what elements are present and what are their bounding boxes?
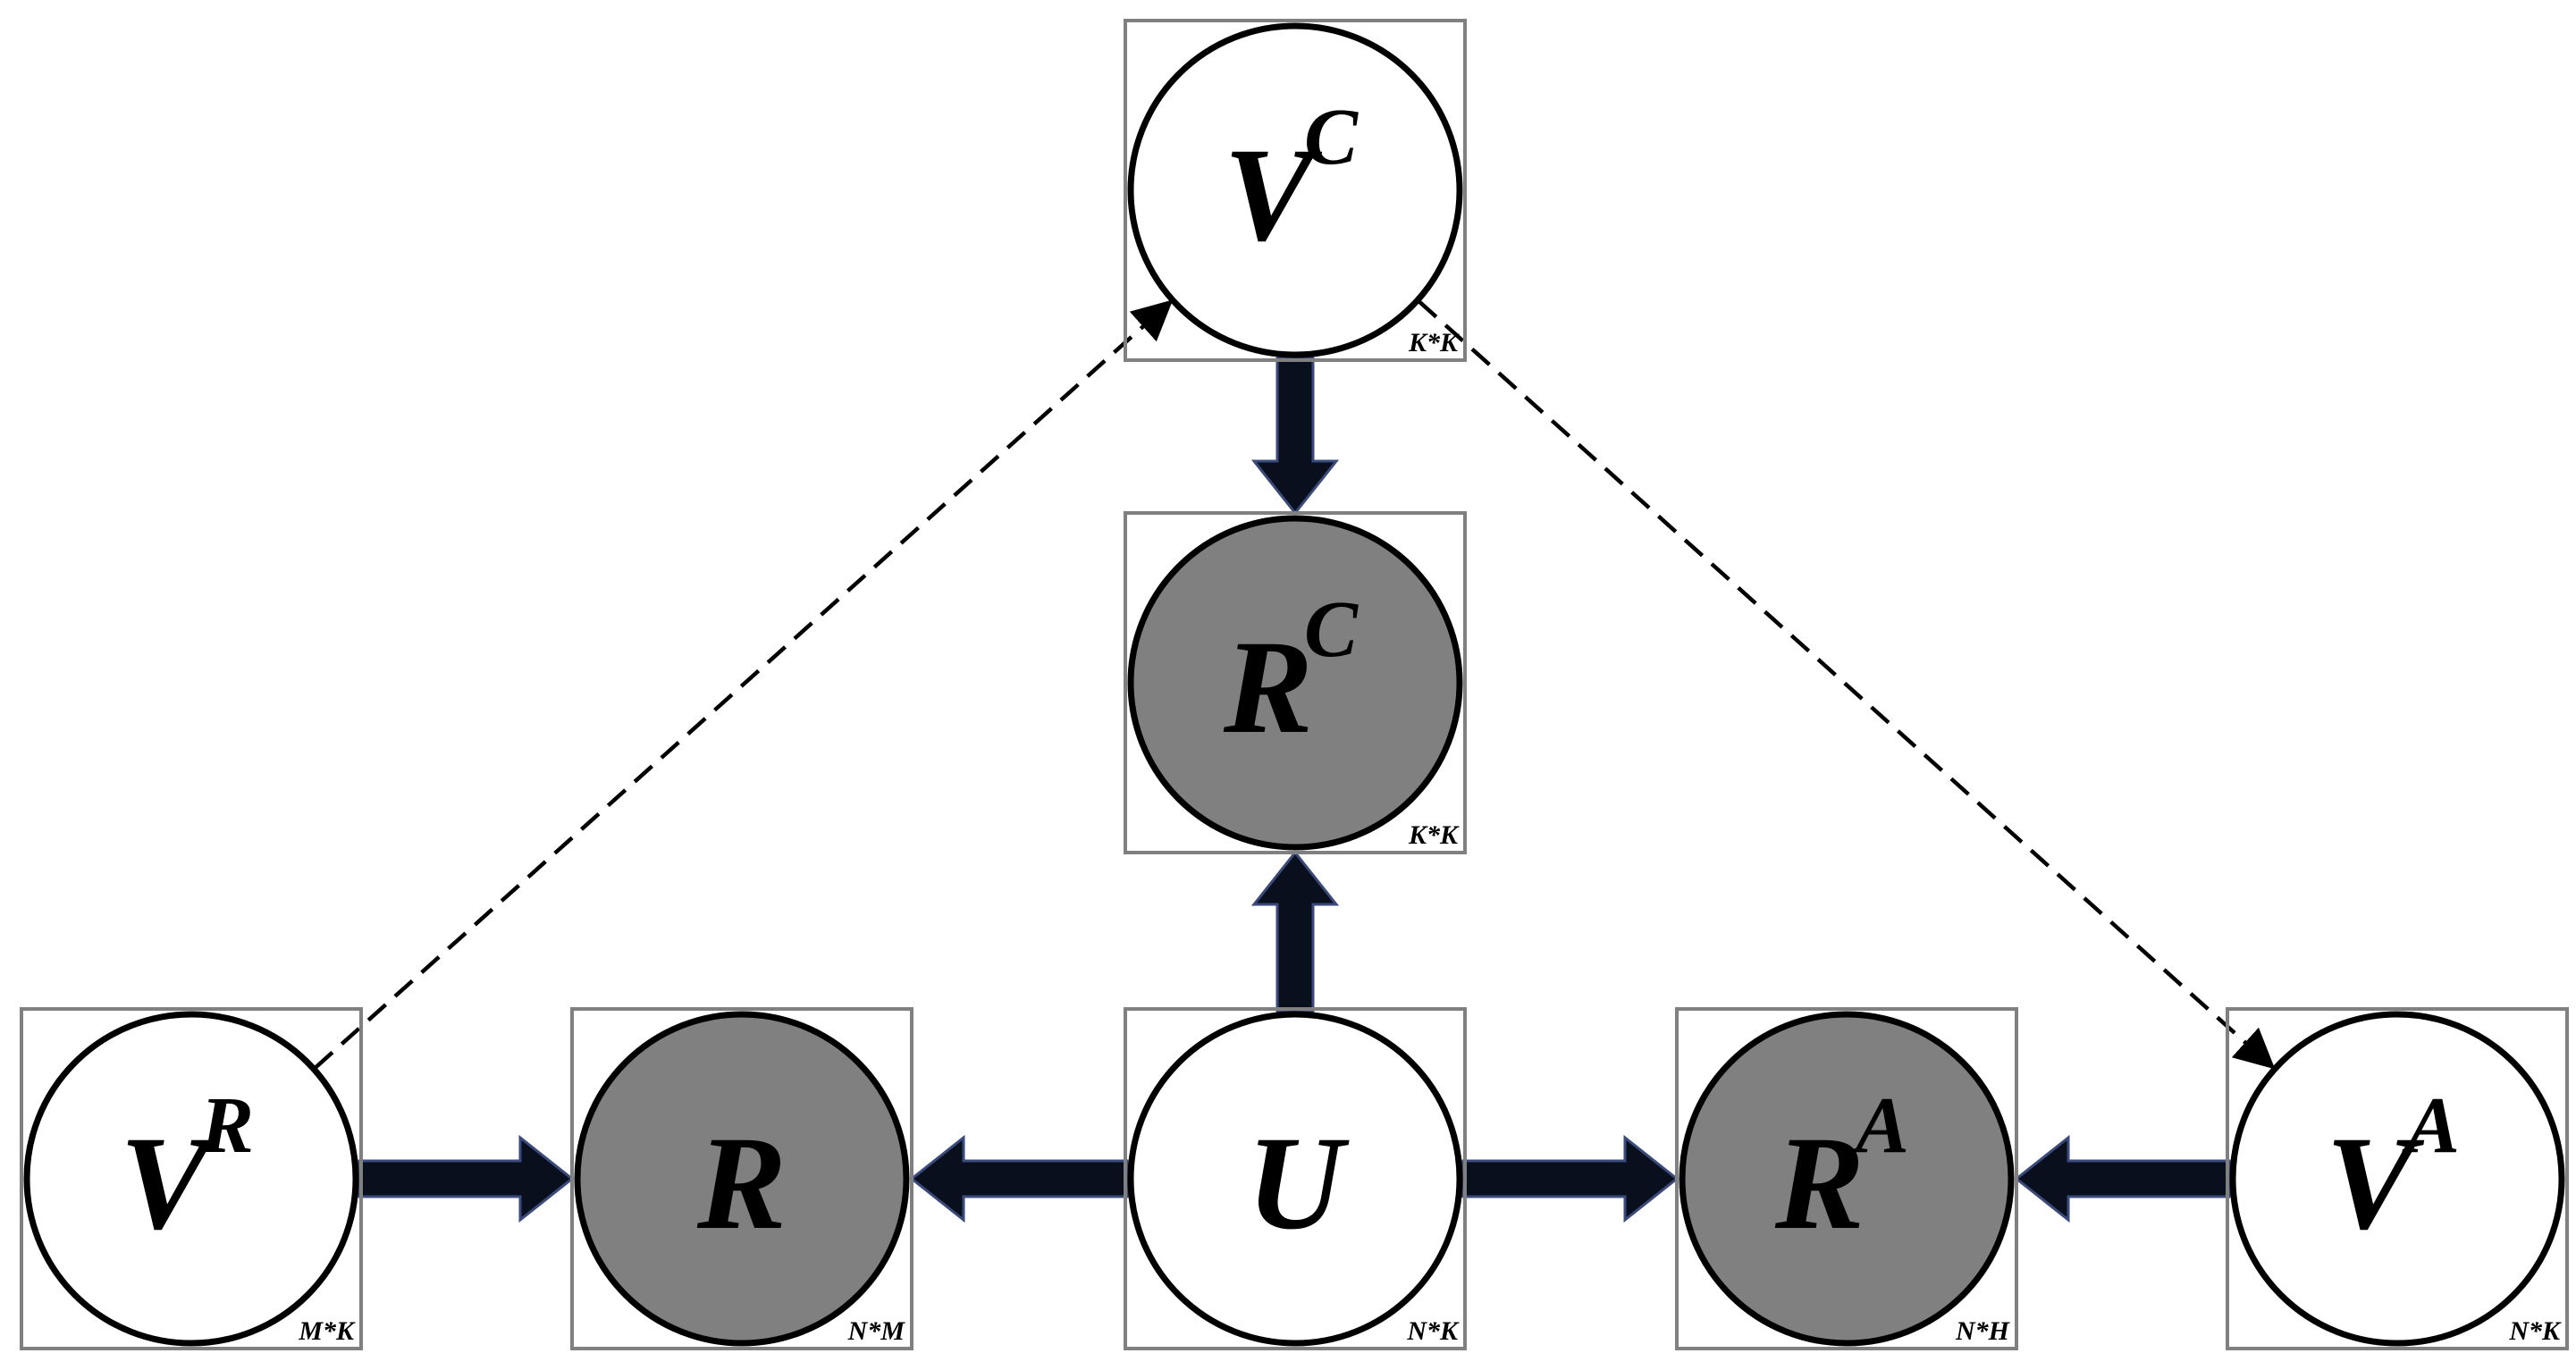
edge-vr-to-vc-dashed-arrow xyxy=(314,299,1174,1070)
node-rc: RC K*K xyxy=(1124,511,1467,854)
node-ra: RA N*H xyxy=(1675,1007,2018,1350)
node-u: U N*K xyxy=(1124,1007,1467,1350)
node-ra-box xyxy=(1675,1007,2018,1350)
node-ra-circle xyxy=(1679,1011,2015,1347)
edge-vc-to-va-dashed-arrow xyxy=(1417,299,2276,1070)
node-r: R N*M xyxy=(570,1007,913,1350)
node-vc: VC K*K xyxy=(1124,19,1467,362)
node-vc-box xyxy=(1124,19,1467,362)
node-vc-circle xyxy=(1127,22,1463,358)
node-rc-dimension-label: K*K xyxy=(1408,820,1460,850)
node-rc-circle xyxy=(1127,515,1463,851)
edge-u-to-rc-arrow xyxy=(1250,850,1340,1013)
node-vr-superscript: R xyxy=(199,1081,254,1170)
node-va-dimension-label: N*K xyxy=(2508,1316,2562,1346)
node-r-circle xyxy=(574,1011,910,1347)
edge-vc-to-rc-arrow xyxy=(1250,357,1340,516)
node-vr-label: V xyxy=(120,1109,219,1257)
node-vr-circle xyxy=(23,1011,359,1347)
node-rc-label: R xyxy=(1223,613,1313,761)
node-ra-superscript: A xyxy=(1851,1081,1909,1170)
node-u-dimension-label: N*K xyxy=(1406,1316,1460,1346)
node-u-label: U xyxy=(1247,1109,1350,1257)
node-rc-superscript: C xyxy=(1304,585,1359,674)
node-vc-label: V xyxy=(1224,121,1323,269)
edge-vr-to-r-arrow xyxy=(358,1134,575,1223)
node-rc-box xyxy=(1124,511,1467,854)
node-vc-dimension-label: K*K xyxy=(1408,328,1460,357)
node-vr-dimension-label: M*K xyxy=(298,1316,356,1346)
node-ra-label: R xyxy=(1774,1109,1865,1257)
edges-layer xyxy=(314,299,2276,1223)
node-vc-superscript: C xyxy=(1304,93,1359,181)
node-r-label: R xyxy=(696,1109,787,1257)
node-r-box xyxy=(570,1007,913,1350)
node-va-label: V xyxy=(2326,1109,2425,1257)
node-ra-dimension-label: N*H xyxy=(1955,1316,2011,1346)
node-u-circle xyxy=(1127,1011,1463,1347)
node-va-superscript: A xyxy=(2402,1081,2460,1170)
edge-u-to-ra-arrow xyxy=(1461,1134,1679,1223)
node-va: VA N*K xyxy=(2226,1007,2569,1350)
node-va-box xyxy=(2226,1007,2569,1350)
node-vr: VR M*K xyxy=(20,1007,363,1350)
node-vr-box xyxy=(20,1007,363,1350)
edge-va-to-ra-arrow xyxy=(2014,1134,2231,1223)
node-r-dimension-label: N*M xyxy=(847,1316,906,1346)
node-va-circle xyxy=(2229,1011,2565,1347)
node-u-box xyxy=(1124,1007,1467,1350)
edge-u-to-r-arrow xyxy=(909,1134,1129,1223)
